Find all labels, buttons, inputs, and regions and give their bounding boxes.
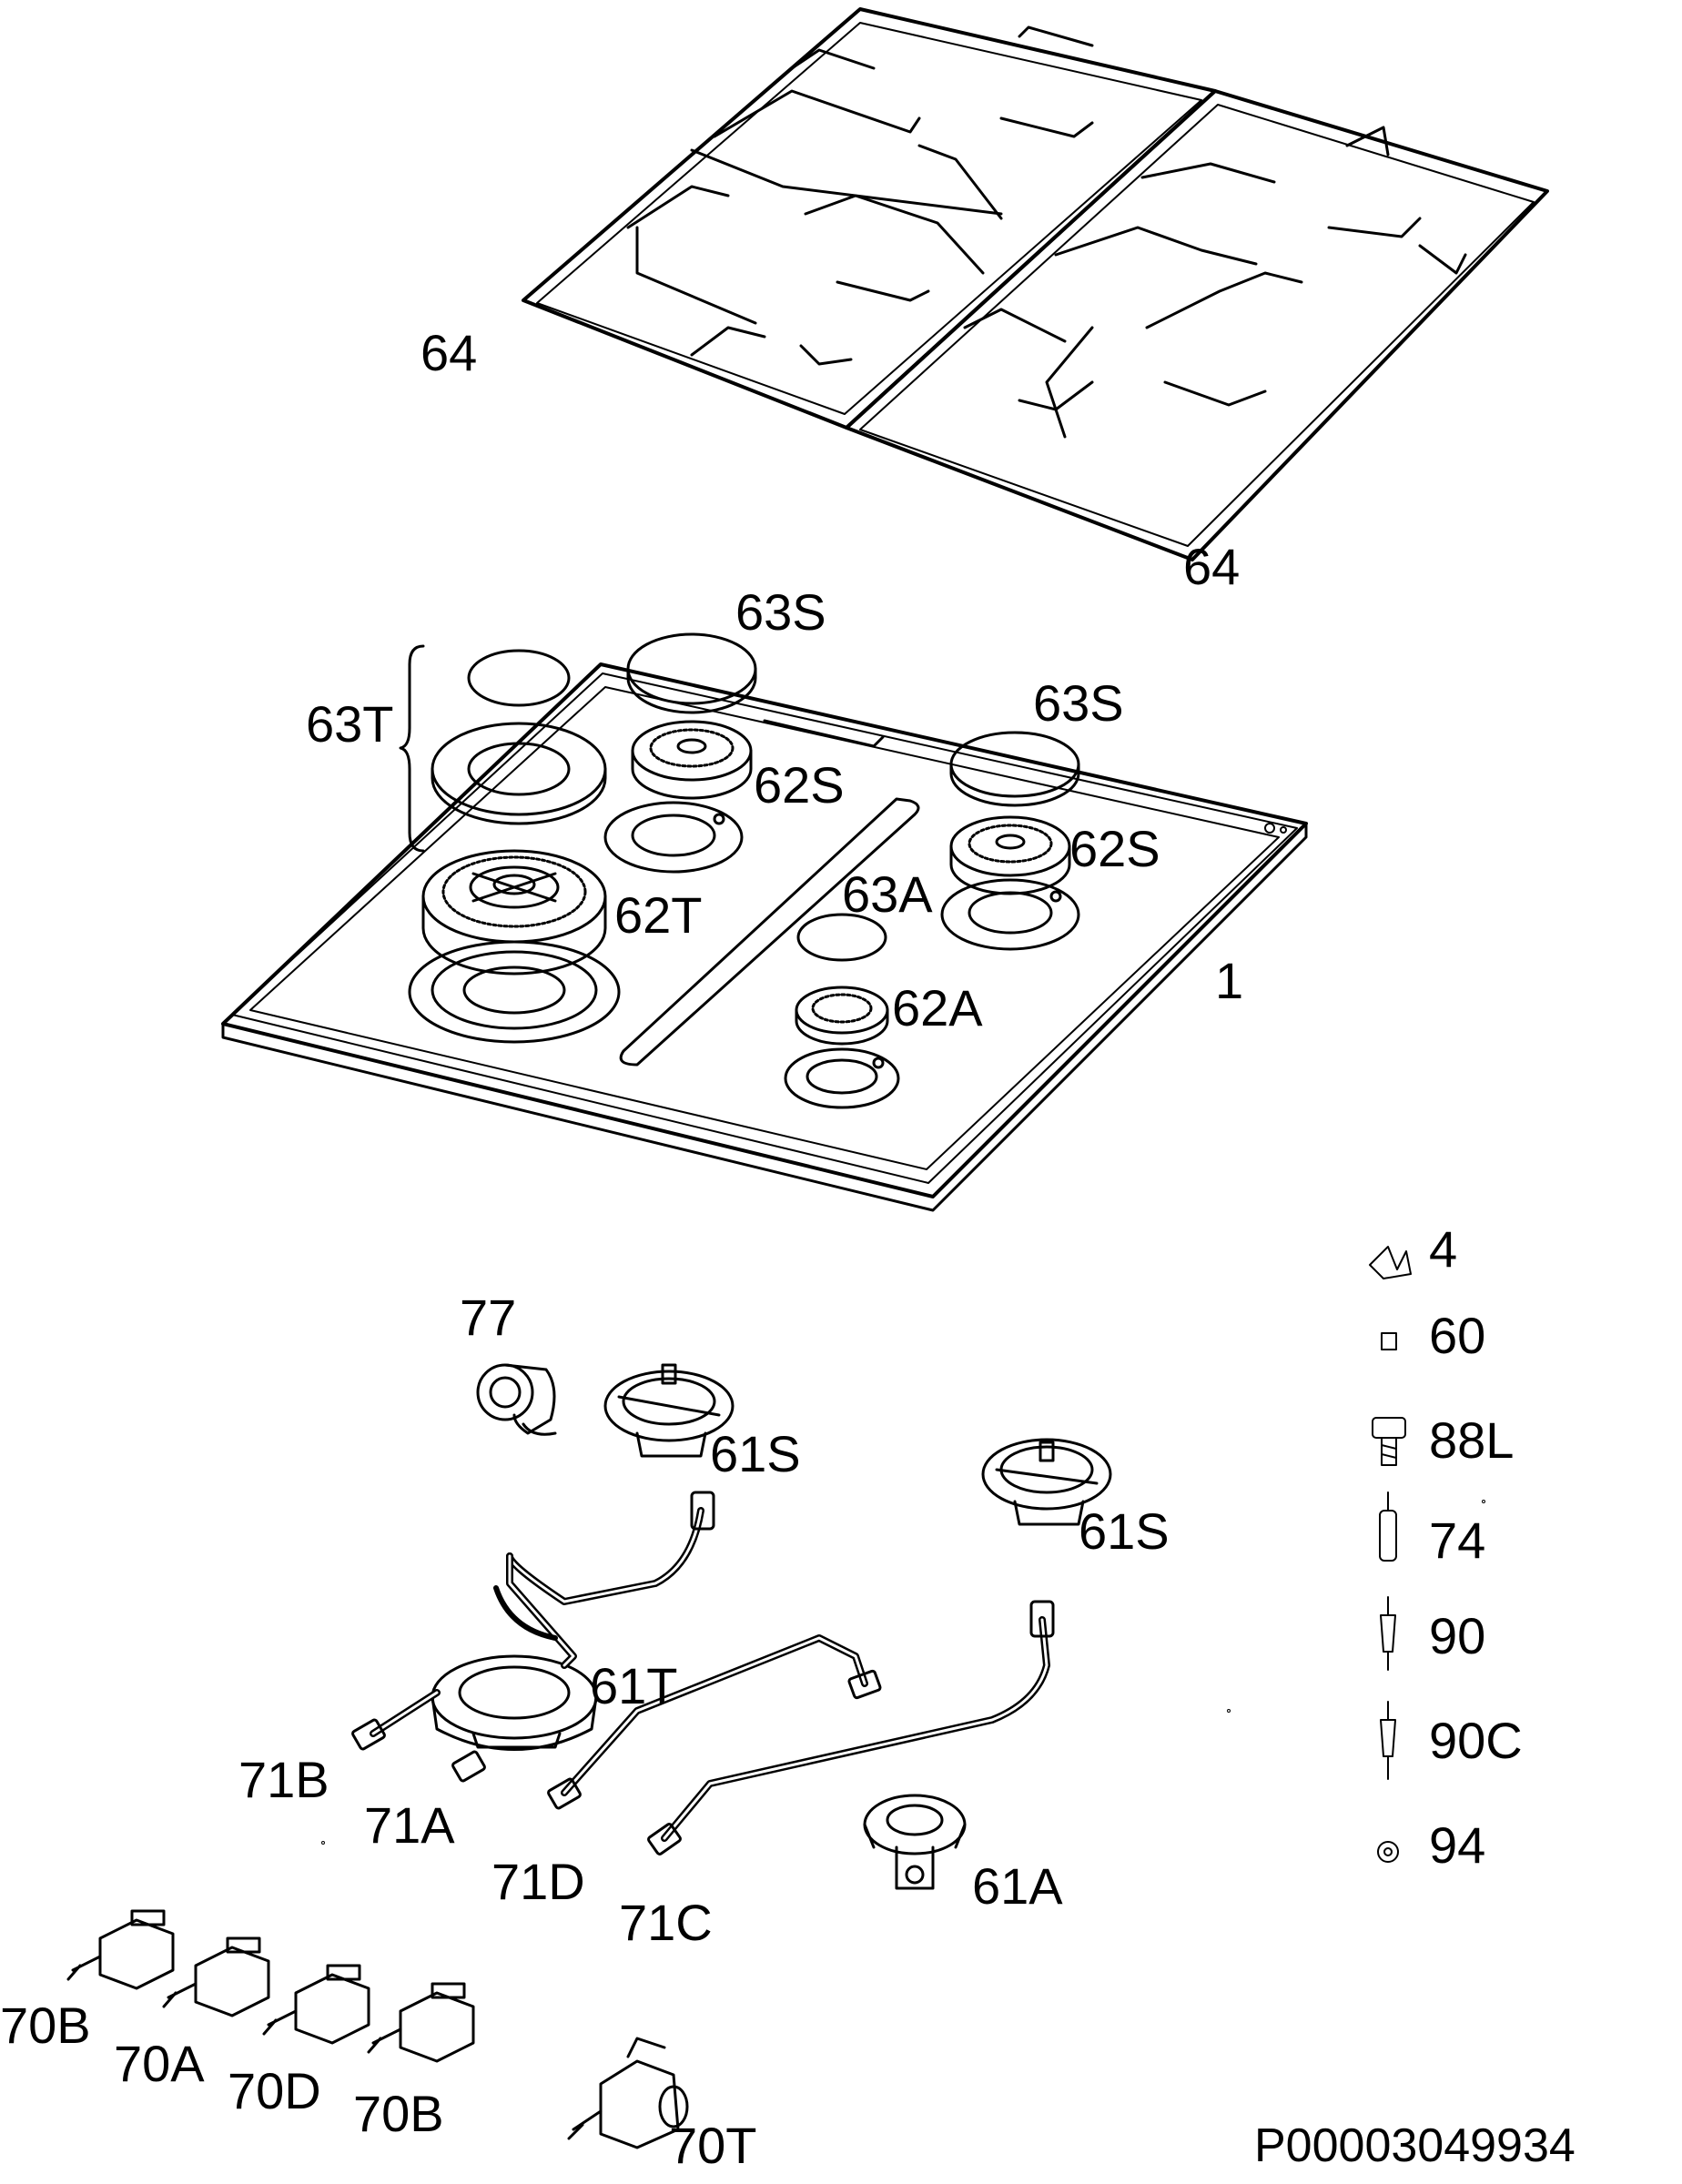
elbow-connector-77 [476, 1363, 557, 1436]
washer-icon [1377, 1841, 1399, 1863]
label-side-90: 90 [1429, 1607, 1486, 1664]
label-side-88l: 88L [1429, 1411, 1515, 1469]
label-side-90c: 90C [1429, 1712, 1523, 1769]
gas-tap-70t [567, 2037, 689, 2149]
gas-pipe-71d [547, 1634, 882, 1810]
burner-body-61s-right [981, 1438, 1112, 1526]
burner-body-61t [431, 1654, 598, 1751]
label-hob-top: 1 [1215, 952, 1244, 1009]
gas-tap-70d [262, 1964, 370, 2045]
label-cap-triple: 63T [306, 695, 394, 753]
burner-cap-63t-ring [431, 722, 607, 825]
triple-cap-bracket [399, 644, 425, 853]
label-valve-70a: 70A [114, 2035, 205, 2092]
label-cap-aux: 63A [842, 865, 933, 923]
screw-icon [1372, 1417, 1406, 1466]
label-valve-70b-a: 70B [0, 1997, 91, 2054]
label-pipe-71a: 71A [364, 1796, 455, 1854]
label-crown-right: 62S [1069, 820, 1160, 877]
pan-support-grid-left [522, 7, 1217, 430]
burner-cap-63a [796, 913, 887, 962]
label-side-4: 4 [1429, 1220, 1458, 1278]
label-valve-70d: 70D [228, 2062, 321, 2119]
label-valve-70t: 70T [669, 2117, 757, 2174]
label-burner-61t: 61T [590, 1657, 678, 1714]
ignition-electrode-icon [1380, 1596, 1396, 1671]
label-pipe-71c: 71C [619, 1894, 713, 1951]
label-crown-aux: 62A [892, 979, 983, 1036]
gas-tap-70b-left [66, 1909, 175, 1990]
burner-well-bottom-right [784, 1047, 900, 1109]
label-side-60: 60 [1429, 1307, 1486, 1364]
document-code: P00003049934 [1254, 2119, 1576, 2172]
gas-pipe-71a [451, 1585, 558, 1783]
label-side-94: 94 [1429, 1816, 1486, 1874]
gas-pipe-71b [351, 1491, 715, 1751]
gas-tap-70a [162, 1936, 270, 2017]
burner-well-bottom-left [408, 940, 621, 1044]
burner-well-top-right [940, 878, 1080, 951]
label-cap-mid-right: 63S [1033, 674, 1124, 732]
label-side-74: 74 [1429, 1512, 1486, 1569]
burner-crown-62t [421, 849, 607, 976]
label-pipe-71d: 71D [491, 1853, 585, 1910]
burner-crown-62s-top [631, 720, 753, 800]
spring-clip-icon [1369, 1246, 1412, 1279]
label-burner-61s-b: 61S [1079, 1502, 1170, 1560]
pan-support-grid-right [845, 89, 1549, 561]
label-cap-top-right: 63S [735, 583, 826, 641]
label-burner-61a: 61A [972, 1857, 1063, 1915]
hob-top-plate [221, 662, 1308, 1212]
label-grid-right: 64 [1183, 538, 1241, 595]
label-grid-left: 64 [420, 324, 478, 381]
gas-tap-70b-right [367, 1982, 475, 2063]
label-valve-70b-b: 70B [353, 2085, 444, 2142]
label-crown-triple: 62T [614, 886, 703, 944]
label-burner-61s-a: 61S [710, 1425, 801, 1482]
label-crown-top: 62S [754, 756, 845, 814]
ignition-electrode-c-icon [1380, 1701, 1396, 1780]
burner-crown-62s-right [949, 815, 1071, 895]
burner-well-top-left [603, 801, 744, 874]
thermocouple-icon [1379, 1491, 1397, 1562]
burner-body-61a [863, 1794, 967, 1890]
gas-pipe-71c [647, 1600, 1055, 1855]
burner-cap-63t-small [467, 649, 571, 707]
burner-body-61s-left [603, 1363, 735, 1458]
nut-icon [1381, 1332, 1397, 1350]
label-pipe-71b: 71B [238, 1751, 329, 1808]
label-part-77: 77 [460, 1289, 517, 1346]
burner-crown-62a [795, 986, 889, 1046]
